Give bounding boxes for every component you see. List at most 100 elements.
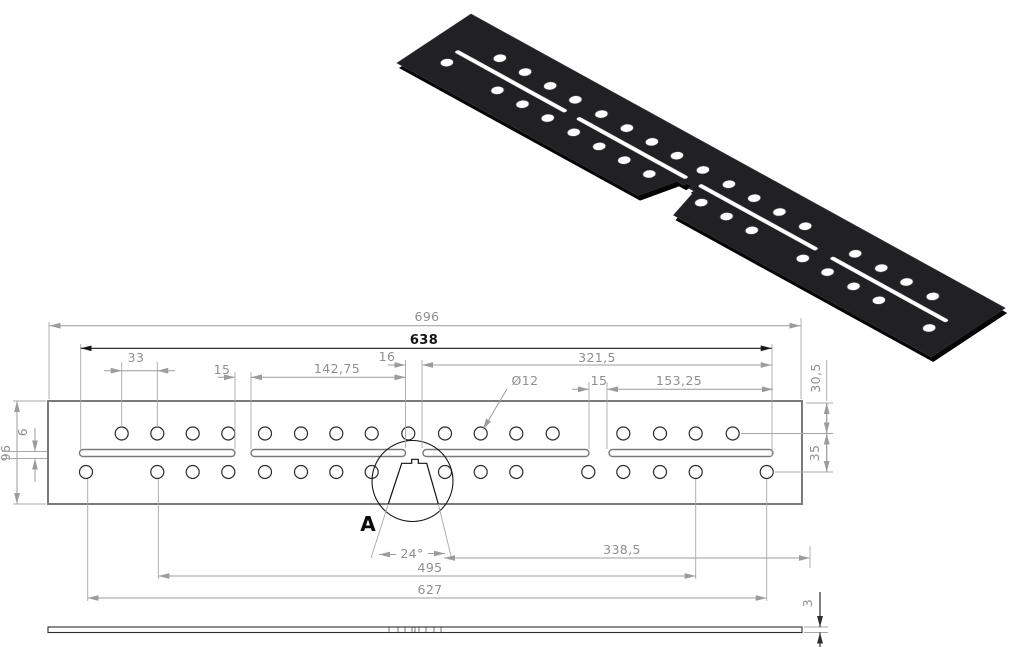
- hole: [114, 426, 129, 441]
- hole: [798, 222, 813, 231]
- side-view-notch-marks: [388, 627, 442, 633]
- hole: [616, 464, 631, 480]
- slot: [250, 448, 407, 458]
- dim-slot-gap-right: 15: [591, 373, 608, 388]
- hole: [329, 426, 344, 441]
- hole: [540, 113, 555, 123]
- hole: [721, 180, 736, 189]
- hole: [364, 426, 379, 441]
- hole: [581, 464, 596, 480]
- dim-edge-to-row: 30,5: [808, 363, 823, 392]
- hole: [543, 81, 558, 91]
- holes-3d-far-row: [492, 53, 940, 301]
- dim-overall-width: 696: [414, 309, 439, 324]
- hole: [185, 464, 200, 480]
- hole: [257, 426, 273, 441]
- slot: [78, 448, 236, 458]
- slot: [830, 256, 949, 323]
- hole: [725, 426, 740, 441]
- hole: [759, 464, 774, 480]
- hole: [437, 426, 453, 441]
- slot: [698, 184, 818, 251]
- hole: [652, 464, 668, 480]
- hole: [652, 426, 668, 441]
- dim-center-gap: 16: [379, 349, 396, 364]
- hole: [221, 464, 236, 480]
- hole: [594, 109, 609, 119]
- slot: [576, 117, 688, 179]
- detail-circle-a: [371, 439, 454, 523]
- hole: [150, 464, 165, 480]
- hole: [772, 207, 787, 217]
- dim-slot-length: 142,75: [314, 361, 360, 376]
- hole: [848, 249, 863, 259]
- dim-slot-length-right: 153,25: [656, 373, 702, 388]
- dim-slot-gap-left: 15: [214, 362, 231, 377]
- holes-front-bottom-row: [78, 464, 774, 480]
- hole: [592, 142, 607, 151]
- holes-3d-near-row: [439, 58, 937, 333]
- dim-holes-span-outer: 627: [417, 582, 442, 597]
- hole: [515, 99, 530, 109]
- side-view: 3: [47, 592, 828, 647]
- hole: [437, 464, 453, 480]
- dim-right-span: 321,5: [578, 350, 616, 365]
- hole: [688, 464, 703, 480]
- hole: [509, 464, 524, 480]
- hole: [568, 95, 583, 105]
- dim-plate-height: 96: [0, 445, 13, 462]
- hole: [642, 169, 657, 179]
- dim-slot-span: 638: [410, 333, 438, 348]
- hole: [509, 426, 524, 441]
- hole: [566, 128, 581, 137]
- hole: [670, 151, 684, 160]
- hole: [617, 155, 632, 165]
- hole: [616, 426, 631, 441]
- front-view: A: [47, 400, 803, 536]
- center-notch: [387, 458, 439, 505]
- hole: [820, 267, 835, 277]
- slots-front: [78, 448, 774, 458]
- dim-holes-span-inner: 495: [417, 560, 442, 575]
- hole: [490, 86, 505, 95]
- slot: [422, 448, 590, 458]
- hole: [293, 464, 309, 480]
- hole: [747, 193, 762, 203]
- dim-hole-pitch: 33: [128, 350, 145, 365]
- side-view-strip: [47, 626, 803, 634]
- hole: [619, 123, 634, 133]
- dim-notch-angle: 24°: [400, 546, 423, 561]
- hole: [518, 67, 533, 77]
- hole: [795, 254, 810, 263]
- hole: [329, 464, 344, 480]
- dimensions: 696 638 16 321,5 33 15 142,75 Ø12 15 153…: [0, 309, 833, 601]
- dim-hole-diameter: Ø12: [512, 373, 539, 388]
- hole: [922, 323, 937, 333]
- hole: [221, 426, 236, 441]
- hole: [473, 464, 488, 480]
- hole: [492, 53, 507, 63]
- hole: [78, 464, 94, 480]
- slots-3d: [455, 50, 949, 323]
- dim-slot-width: 6: [15, 428, 30, 436]
- hole: [185, 426, 200, 441]
- hole: [744, 226, 759, 235]
- hole: [874, 263, 889, 273]
- slot: [608, 448, 774, 458]
- hole: [473, 426, 488, 441]
- hole: [401, 426, 416, 441]
- hole: [293, 426, 309, 441]
- dim-row-spacing: 35: [807, 445, 822, 462]
- isometric-view: [396, 13, 1008, 362]
- dim-thickness: 3: [800, 599, 815, 607]
- hole: [925, 292, 940, 301]
- hole: [846, 282, 861, 291]
- hole: [439, 58, 454, 67]
- hole: [545, 426, 560, 441]
- hole: [695, 165, 710, 175]
- hole: [694, 198, 709, 207]
- hole: [899, 277, 914, 287]
- dim-notch-to-end: 338,5: [603, 542, 641, 557]
- hole: [719, 212, 734, 221]
